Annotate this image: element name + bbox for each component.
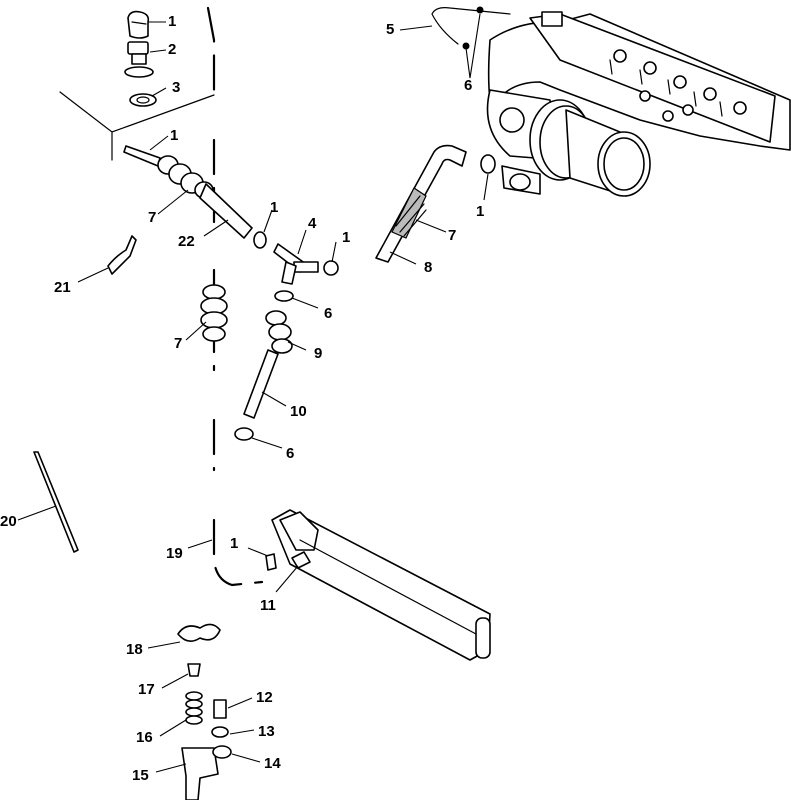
part-15-body	[181, 747, 219, 800]
part-6-grommet-a	[274, 290, 294, 302]
callout-6b: 6	[286, 445, 294, 462]
callout-1c: 1	[270, 199, 278, 216]
part-1-clamp-e	[480, 154, 496, 174]
callout-21: 21	[54, 279, 71, 296]
part-1-clamp-b	[253, 231, 267, 249]
callout-4: 4	[308, 215, 317, 232]
part-17-pin	[187, 663, 201, 677]
callout-1e: 1	[476, 203, 484, 220]
callout-19: 19	[166, 545, 183, 562]
part-5-vent-line	[431, 7, 511, 45]
part-1-clamp-c	[323, 260, 339, 276]
callout-16: 16	[136, 729, 153, 746]
callout-14: 14	[264, 755, 281, 772]
callout-8: 8	[424, 259, 432, 276]
callout-13: 13	[258, 723, 275, 740]
part-1-clamp-f	[265, 553, 277, 571]
callout-1f: 1	[230, 535, 238, 552]
part-12-screw	[213, 699, 227, 719]
callout-6a: 6	[324, 305, 332, 322]
part-9-damper	[265, 310, 293, 354]
part-7-damper-right	[391, 187, 427, 239]
callout-22: 22	[178, 233, 195, 250]
part-2-fitting	[124, 41, 154, 78]
callout-7c: 7	[448, 227, 456, 244]
part-4-tee	[273, 243, 319, 285]
frame-corner-lines	[59, 91, 215, 161]
callout-11: 11	[260, 597, 276, 614]
callout-18: 18	[126, 641, 143, 658]
callout-6c: 6	[464, 77, 472, 94]
part-1-clamp-top	[127, 10, 150, 39]
callout-15: 15	[132, 767, 149, 784]
callout-1a: 1	[168, 13, 176, 30]
leaders	[17, 13, 489, 773]
callout-7a: 7	[148, 209, 156, 226]
callout-2: 2	[168, 41, 176, 58]
callout-7b: 7	[174, 335, 182, 352]
part-7-damper-left	[200, 284, 228, 342]
callout-1b: 1	[170, 127, 178, 144]
fuel-rail	[271, 509, 491, 661]
callout-10: 10	[290, 403, 307, 420]
callout-3: 3	[172, 79, 180, 96]
part-21-elbow	[107, 235, 137, 275]
part-3-washer	[129, 93, 157, 107]
part-6-grommet-b	[234, 427, 254, 441]
part-14-o-ring	[212, 745, 232, 759]
callout-1d: 1	[342, 229, 350, 246]
callout-20: 20	[0, 513, 17, 530]
part-20-rod	[33, 451, 79, 553]
callout-9: 9	[314, 345, 322, 362]
part-3-washer-hole	[136, 96, 150, 104]
part-22-fuel-hose	[123, 145, 253, 239]
part-13-washer	[211, 726, 229, 738]
part-16-spring	[185, 691, 203, 725]
throttle-body-assembly	[486, 11, 791, 197]
part-18-gasket	[177, 623, 221, 642]
part-6-clip-c1	[476, 6, 484, 14]
callout-17: 17	[138, 681, 155, 698]
callout-12: 12	[256, 689, 273, 706]
callout-5: 5	[386, 21, 394, 38]
part-11-bolt	[291, 551, 311, 569]
part-10-tube	[243, 349, 279, 419]
